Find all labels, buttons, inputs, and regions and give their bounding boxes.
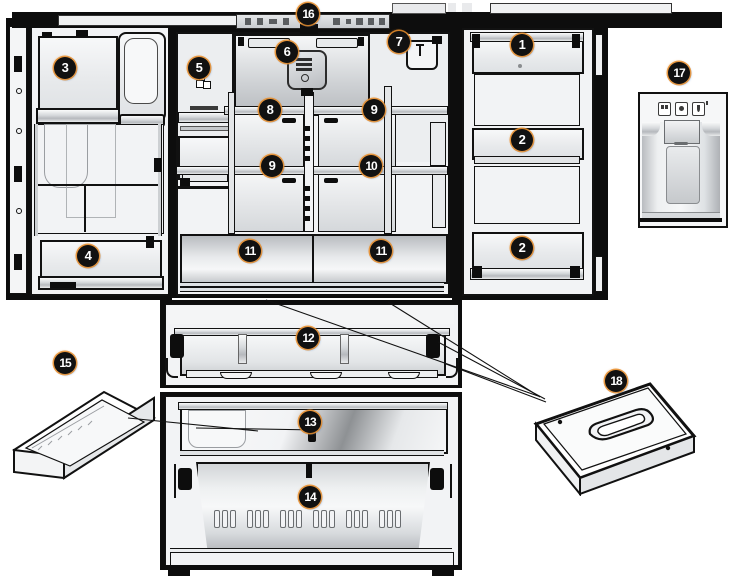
callout-badge-ice-bin-detached: 18	[605, 370, 627, 392]
callout-badge-right-door-bottom-bin: 2	[511, 237, 533, 259]
leader-18-right-a	[437, 341, 546, 400]
dispenser-button-crushed-icon[interactable]	[675, 102, 688, 116]
callout-badge-left-door-top-bin: 3	[54, 57, 76, 79]
middle-compartment	[160, 300, 462, 388]
callout-badge-glass-shelf-upper-right: 9	[363, 99, 385, 121]
callout-badge-right-door-top-bin: 1	[511, 34, 533, 56]
leader-18-right-b	[445, 363, 547, 403]
callout-badge-air-filter-module: 6	[276, 41, 298, 63]
leader-18-lower	[387, 301, 541, 398]
left-door-assembly	[6, 18, 172, 300]
callout-badge-right-door-middle-bin: 2	[511, 129, 533, 151]
callout-badge-glass-shelf-lower-left: 9	[261, 155, 283, 177]
leader-13-to-tray	[195, 427, 319, 431]
callout-badge-crisper-drawer-left: 11	[239, 240, 261, 262]
callout-badge-door-bin-detached: 15	[54, 352, 76, 374]
freezer-slide-right	[430, 468, 444, 490]
freezer-slide-left	[178, 468, 192, 490]
callout-badge-glass-shelf-upper-left: 8	[259, 99, 281, 121]
leader-18-upper	[265, 299, 539, 397]
callout-badge-crisper-drawer-right: 11	[370, 240, 392, 262]
callout-badge-left-door-bottom-bin: 4	[77, 245, 99, 267]
leg-left	[168, 568, 190, 576]
basket-slots	[214, 510, 410, 528]
right-door-assembly	[452, 20, 608, 300]
callout-badge-water-ice-dispenser: 17	[668, 62, 690, 84]
water-ice-dispenser-detail	[638, 92, 728, 228]
callout-badge-freezer-basket: 14	[299, 486, 321, 508]
dispenser-button-water-icon[interactable]	[692, 102, 705, 116]
drawer-slide-right	[426, 334, 440, 358]
left-door-top-bin-shape	[38, 36, 118, 114]
callout-badge-water-filter: 5	[188, 57, 210, 79]
callout-badge-control-panel: 16	[297, 3, 319, 25]
callout-badge-led-light-cover: 7	[388, 31, 410, 53]
callout-badge-freezer-upper-tray: 13	[299, 411, 321, 433]
shelf-panel-upper-right	[318, 114, 396, 168]
callout-badge-middle-drawer: 12	[297, 327, 319, 349]
drawer-slide-left	[170, 334, 184, 358]
detached-ice-bin	[518, 378, 710, 497]
dispenser-button-cubed-icon[interactable]	[658, 102, 671, 116]
leg-right	[432, 568, 454, 576]
callout-badge-glass-shelf-lower-right: 10	[360, 155, 382, 177]
dispenser-lever[interactable]	[666, 146, 700, 204]
